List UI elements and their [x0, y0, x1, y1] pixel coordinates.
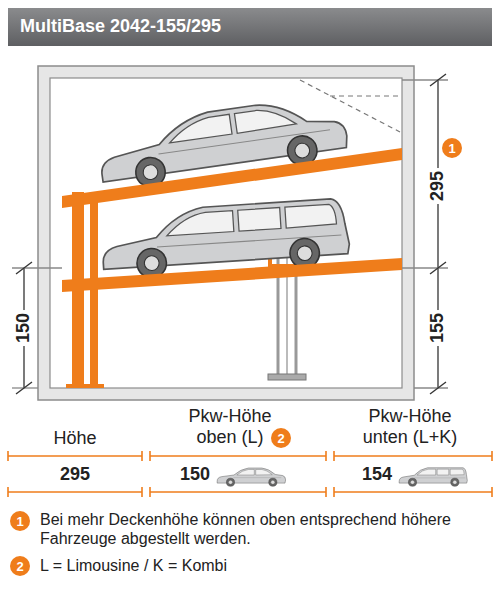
table-rules	[491, 487, 493, 497]
table-rules	[334, 455, 492, 457]
callout-number: 1	[442, 138, 462, 158]
table-rules	[7, 487, 9, 497]
table-rules	[333, 487, 335, 497]
car-icon-sedan	[217, 468, 285, 486]
dimension-lines	[402, 267, 448, 268]
table-rules	[150, 491, 326, 493]
table-rules	[8, 451, 492, 497]
callout-number: 2	[271, 428, 291, 448]
table-header: Pkw-Höhe oben (L)	[180, 406, 280, 448]
car-icon-estate	[399, 468, 467, 487]
table-rules	[149, 451, 151, 461]
lift-mechanism	[286, 240, 288, 378]
callout-number-text: 1	[448, 142, 455, 155]
table-rules	[334, 491, 492, 493]
dimension-lines	[12, 74, 448, 394]
table-rules	[333, 451, 335, 461]
table-rules	[8, 455, 142, 457]
garage-room	[50, 78, 402, 388]
table-header: Pkw-Höhe unten (L+K)	[350, 406, 470, 448]
dimension-label: 295	[427, 168, 448, 204]
dimension-lines	[12, 267, 62, 268]
table-rules	[141, 451, 143, 461]
garage-room	[330, 96, 400, 97]
dimension-lines	[402, 79, 448, 80]
dimension-lines	[16, 382, 32, 394]
table-cell: 295	[10, 464, 140, 485]
garage-room	[38, 66, 414, 400]
table-rules	[325, 451, 327, 461]
table-rules	[7, 451, 9, 461]
platforms	[62, 258, 402, 292]
table-rules	[491, 451, 493, 461]
garage-room	[38, 66, 414, 400]
callout-number: 1	[10, 511, 30, 531]
table-rules	[150, 455, 326, 457]
dimension-lines	[16, 262, 32, 274]
table-rules	[141, 487, 143, 497]
title-bar: MultiBase 2042-155/295	[8, 8, 492, 46]
dimension-label: 150	[13, 310, 34, 346]
footnote-text: Bei mehr Deckenhöhe können oben entsprec…	[40, 511, 490, 549]
table-rules	[8, 491, 142, 493]
platform-posts	[66, 384, 104, 388]
dimension-lines	[430, 74, 446, 86]
platforms	[62, 148, 402, 208]
dimension-lines	[430, 262, 446, 274]
table-rules	[325, 487, 327, 497]
dimension-lines	[414, 387, 448, 388]
table-cell: 154	[330, 464, 392, 485]
platform-posts	[90, 196, 98, 388]
platforms	[62, 148, 402, 292]
callout-number-text: 2	[277, 432, 284, 445]
table-header: Höhe	[10, 428, 140, 449]
callout-number: 2	[10, 556, 30, 576]
table-rules	[149, 487, 151, 497]
lift-mechanism	[268, 374, 306, 380]
footnote-text: L = Limousine / K = Kombi	[40, 557, 490, 576]
dimension-lines	[430, 382, 446, 394]
car-icon-sedan	[217, 468, 285, 486]
car-icon-estate	[399, 468, 467, 487]
callout-number-text: 2	[16, 560, 23, 573]
table-cell: 150	[150, 464, 210, 485]
dimension-label: 155	[427, 310, 448, 346]
callout-number-text: 1	[16, 515, 23, 528]
